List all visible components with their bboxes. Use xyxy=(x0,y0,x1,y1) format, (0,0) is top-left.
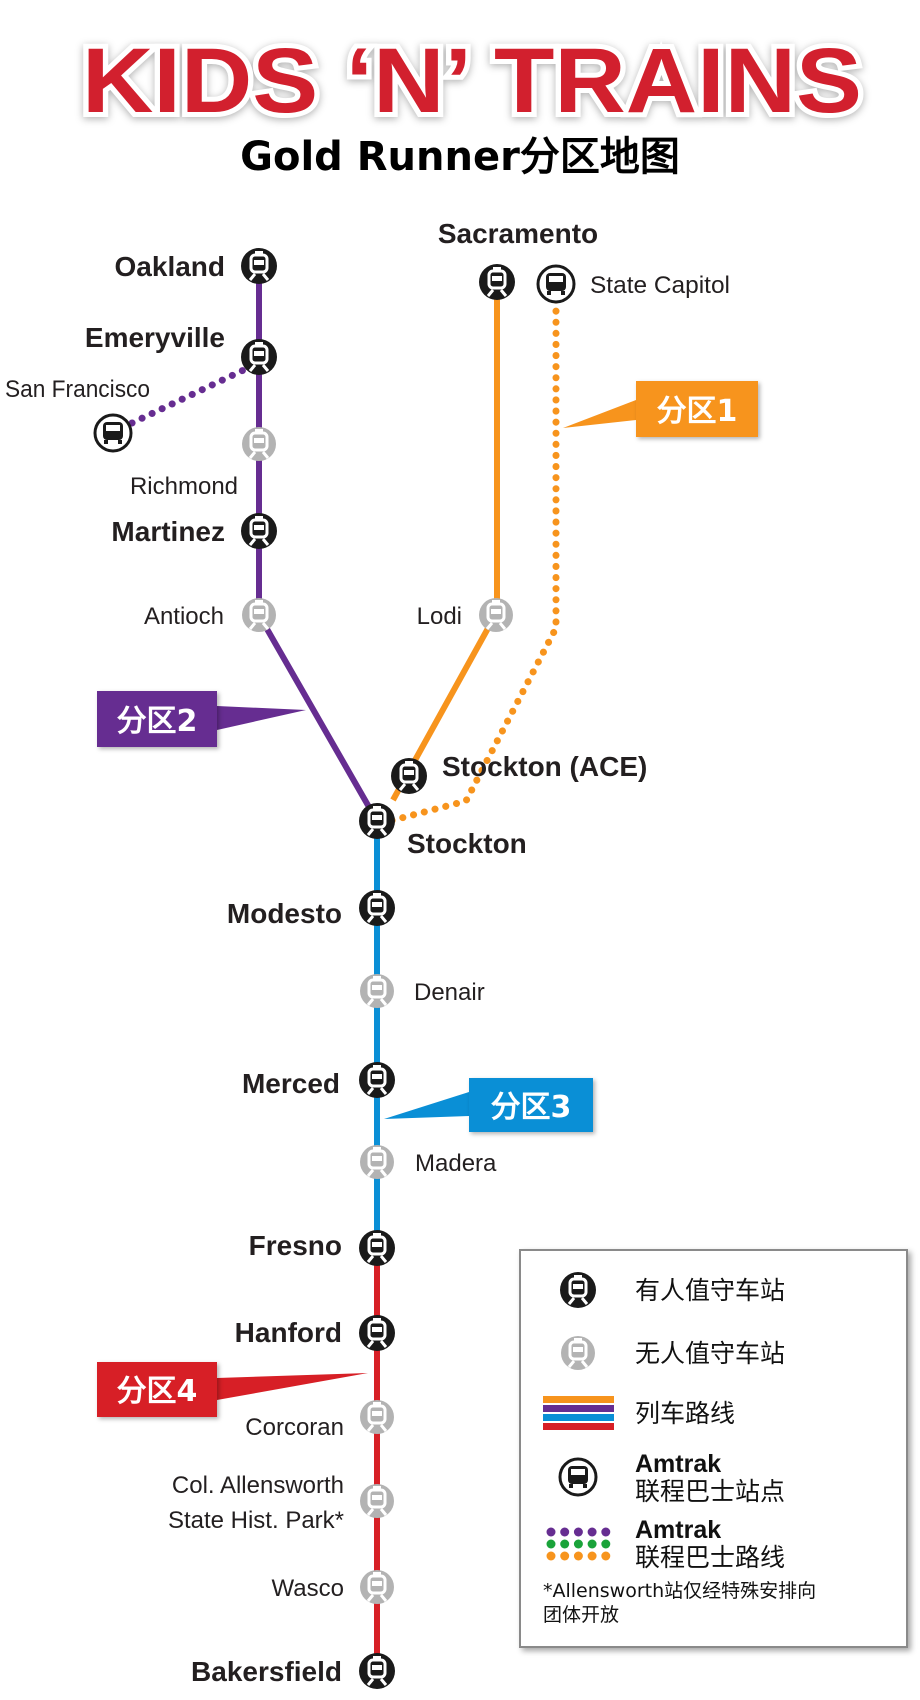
legend-dot xyxy=(573,1539,583,1549)
legend-bus-route-label-1: Amtrak xyxy=(635,1516,721,1544)
station-label-oakland: Oakland xyxy=(115,251,225,282)
station-label-wasco: Wasco xyxy=(272,1575,344,1602)
station-label-madera: Madera xyxy=(415,1150,497,1177)
san-francisco-bus-stop-icon[interactable] xyxy=(93,413,133,453)
lodi-unstaffed-station-icon[interactable] xyxy=(479,598,513,632)
merced-staffed-station-icon[interactable] xyxy=(359,1062,395,1098)
legend-footnote-1: *Allensworth站仅经特殊安排向 xyxy=(543,1580,816,1602)
legend-train-route-label: 列车路线 xyxy=(635,1399,735,1428)
station-label-san-francisco: San Francisco xyxy=(5,376,150,403)
madera-unstaffed-station-icon[interactable] xyxy=(360,1145,394,1179)
legend-dot xyxy=(546,1527,556,1537)
legend-dot xyxy=(587,1551,597,1561)
legend-bus-stop-icon xyxy=(558,1457,598,1497)
svg-text:分区2: 分区2 xyxy=(117,704,198,739)
legend-dot xyxy=(546,1551,556,1561)
legend-dot xyxy=(601,1539,611,1549)
station-label-antioch: Antioch xyxy=(144,603,224,630)
station-label-merced: Merced xyxy=(242,1068,340,1099)
station-label-stockton: Stockton xyxy=(407,828,527,859)
state-capitol-bus-stop-icon[interactable] xyxy=(536,264,576,304)
legend-unstaffed-icon xyxy=(561,1336,595,1370)
legend-footnote-2: 团体开放 xyxy=(543,1604,619,1626)
richmond-unstaffed-station-icon[interactable] xyxy=(242,427,276,461)
corcoran-unstaffed-station-icon[interactable] xyxy=(360,1400,394,1434)
legend-train-route-icon xyxy=(543,1396,614,1430)
zone3-label: 分区3 xyxy=(384,1078,593,1132)
legend-dot xyxy=(573,1527,583,1537)
denair-unstaffed-station-icon[interactable] xyxy=(360,974,394,1008)
legend-unstaffed-label: 无人值守车站 xyxy=(635,1339,785,1368)
station-label-lodi: Lodi xyxy=(417,603,462,630)
zone1-route xyxy=(390,282,500,802)
station-label-stockton-ace: Stockton (ACE) xyxy=(442,751,647,782)
legend-dot xyxy=(601,1527,611,1537)
legend-bus-stop-label-2: 联程巴士站点 xyxy=(635,1477,785,1506)
fresno-staffed-station-icon[interactable] xyxy=(359,1230,395,1266)
legend-staffed-icon xyxy=(560,1272,596,1308)
legend-dot xyxy=(587,1539,597,1549)
legend-dot xyxy=(587,1527,597,1537)
station-label-fresno: Fresno xyxy=(249,1230,342,1261)
martinez-staffed-station-icon[interactable] xyxy=(241,513,277,549)
station-label-corcoran: Corcoran xyxy=(245,1414,344,1441)
station-label-hanford: Hanford xyxy=(235,1317,342,1348)
logo: KIDS ‘N’ TRAINS xyxy=(82,30,862,132)
allensworth-unstaffed-station-icon[interactable] xyxy=(360,1484,394,1518)
svg-text:分区4: 分区4 xyxy=(117,1374,198,1409)
svg-text:分区1: 分区1 xyxy=(657,394,738,429)
zone1-label: 分区1 xyxy=(563,381,758,437)
legend-dot xyxy=(601,1551,611,1561)
station-label-allensworth-1: Col. Allensworth xyxy=(172,1472,344,1499)
page-title: Gold Runner分区地图 xyxy=(240,134,680,180)
station-labels: Oakland Emeryville San Francisco Richmon… xyxy=(5,218,730,1687)
station-label-bakersfield: Bakersfield xyxy=(191,1656,342,1687)
zone2-route xyxy=(256,266,380,823)
antioch-unstaffed-station-icon[interactable] xyxy=(242,598,276,632)
legend: 有人值守车站 无人值守车站 列车路线 Amtrak 联程巴士站点 Amtrak … xyxy=(519,1249,908,1648)
legend-bus-stop-label-1: Amtrak xyxy=(635,1450,721,1478)
legend-dot xyxy=(546,1539,556,1549)
station-label-martinez: Martinez xyxy=(111,516,225,547)
hanford-staffed-station-icon[interactable] xyxy=(359,1315,395,1351)
station-label-richmond: Richmond xyxy=(130,473,238,500)
station-label-modesto: Modesto xyxy=(227,898,342,929)
zone2-label: 分区2 xyxy=(97,691,306,747)
station-label-allensworth-2: State Hist. Park* xyxy=(168,1507,344,1534)
legend-staffed-label: 有人值守车站 xyxy=(635,1276,785,1305)
station-label-emeryville: Emeryville xyxy=(85,322,225,353)
emeryville-staffed-station-icon[interactable] xyxy=(241,339,277,375)
modesto-staffed-station-icon[interactable] xyxy=(359,890,395,926)
bakersfield-staffed-station-icon[interactable] xyxy=(359,1653,395,1689)
stockton-ace-staffed-station-icon[interactable] xyxy=(391,758,427,794)
oakland-staffed-station-icon[interactable] xyxy=(241,248,277,284)
legend-dot xyxy=(560,1551,570,1561)
legend-dot xyxy=(560,1527,570,1537)
sacramento-staffed-station-icon[interactable] xyxy=(479,264,515,300)
legend-dot xyxy=(573,1551,583,1561)
station-label-denair: Denair xyxy=(414,979,485,1006)
legend-bus-route-icon xyxy=(546,1527,611,1561)
station-label-state-capitol: State Capitol xyxy=(590,272,730,299)
zone1-bus-route xyxy=(386,296,560,825)
wasco-unstaffed-station-icon[interactable] xyxy=(360,1570,394,1604)
svg-text:分区3: 分区3 xyxy=(491,1090,572,1125)
sf-bus-route xyxy=(128,363,254,427)
legend-dot xyxy=(560,1539,570,1549)
stockton-staffed-station-icon[interactable] xyxy=(359,803,395,839)
legend-bus-route-label-2: 联程巴士路线 xyxy=(635,1543,785,1572)
zone4-label: 分区4 xyxy=(97,1362,368,1417)
station-label-sacramento: Sacramento xyxy=(438,218,598,249)
